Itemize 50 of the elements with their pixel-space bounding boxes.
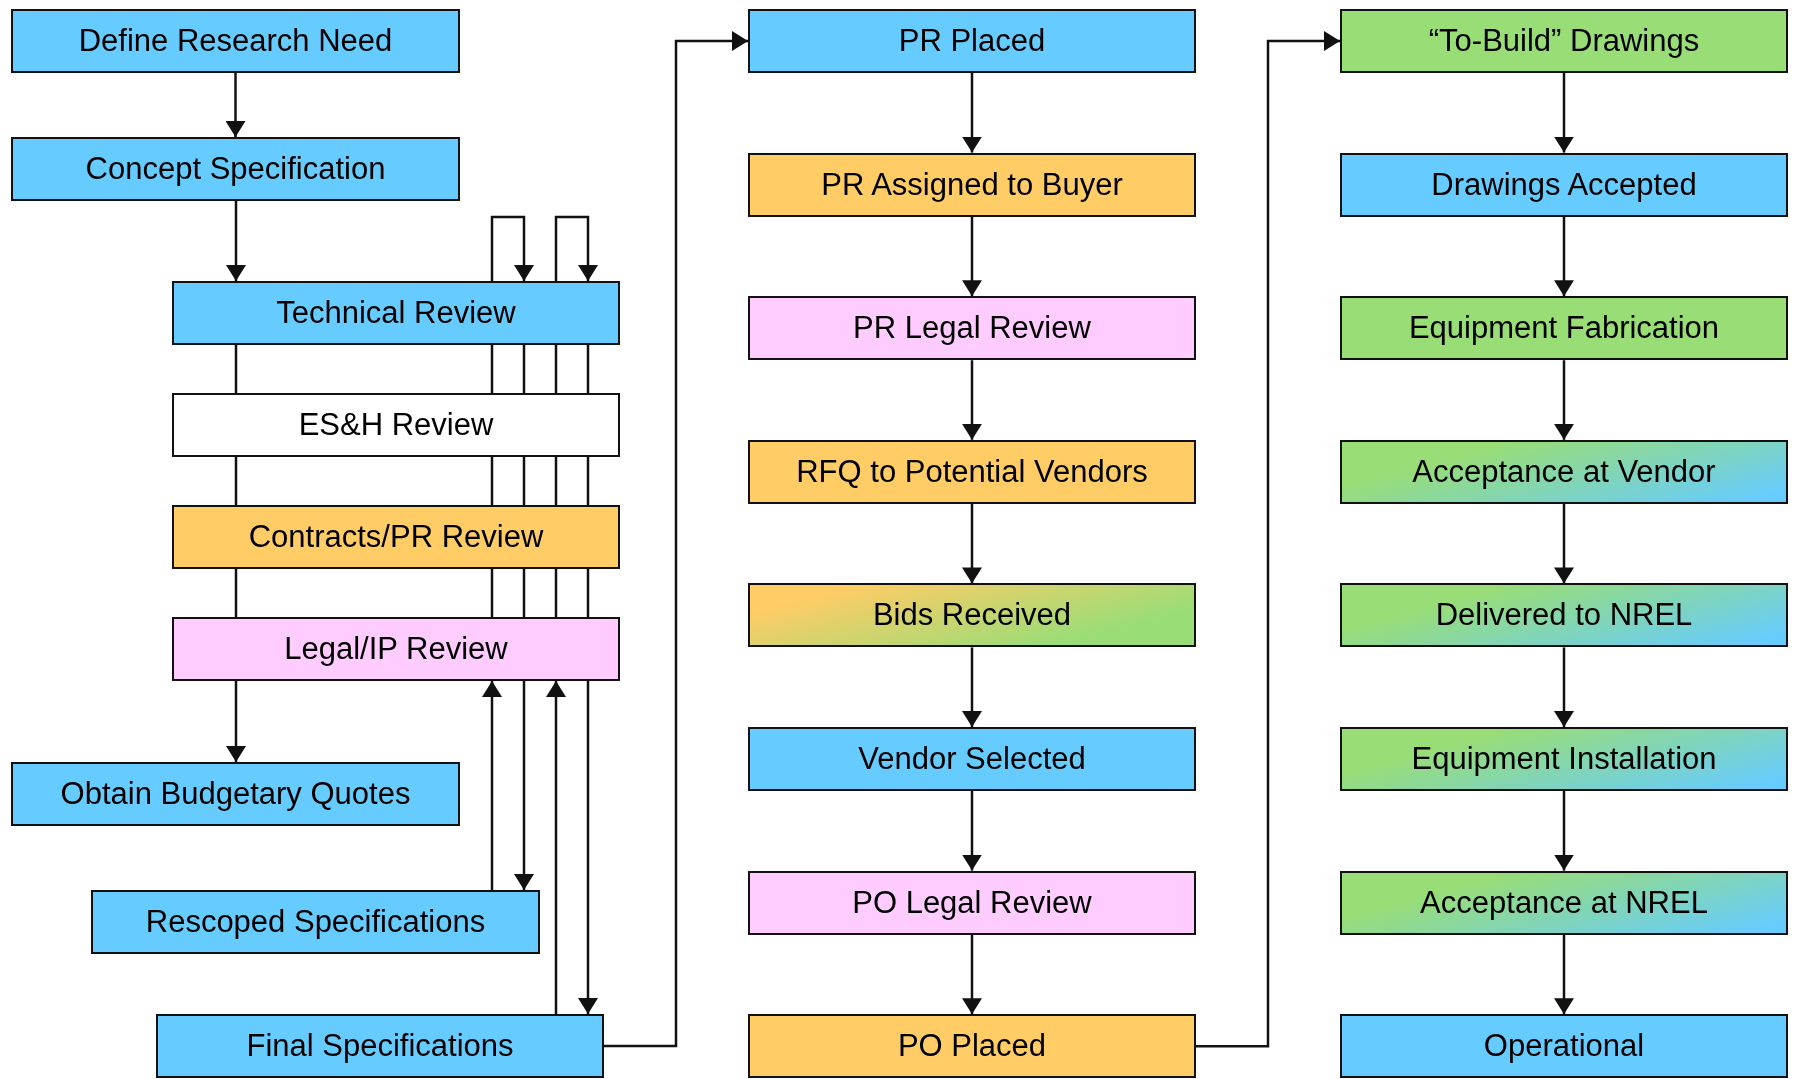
step-label: Acceptance at NREL [1420,884,1708,921]
step-label: Delivered to NREL [1435,597,1693,634]
process-box [1340,727,1788,791]
process-box [748,439,1196,504]
process-box [11,137,460,201]
step-label: ES&H Review [298,407,494,443]
process-box [11,9,460,73]
step-label: Concept Specification [85,151,386,187]
process-box [172,617,620,681]
step-label: Legal/IP Review [284,631,508,667]
process-box [1340,9,1788,73]
step-label: Equipment Installation [1411,741,1717,777]
process-box [1340,439,1788,504]
step-label: RFQ to Potential Vendors [796,453,1148,490]
step-label: Drawings Accepted [1431,166,1697,203]
step-label: PR Placed [898,23,1046,59]
step-label: PO Legal Review [852,884,1092,921]
step-label: PR Legal Review [853,310,1091,347]
process-box [748,727,1196,791]
process-box [1340,1014,1788,1079]
step-label: Rescoped Specifications [145,904,486,940]
process-box [172,393,620,457]
process-box [91,890,540,954]
process-box [748,583,1196,648]
step-label: Bids Received [872,597,1072,634]
step-label: Acceptance at Vendor [1412,453,1716,490]
process-box [1340,152,1788,217]
step-label: Vendor Selected [858,741,1086,777]
step-label: Technical Review [276,295,516,331]
step-label: Define Research Need [78,23,393,59]
process-box [1340,296,1788,361]
process-box [748,9,1196,73]
process-box [11,762,460,826]
step-label: Operational [1483,1028,1645,1065]
step-label: Obtain Budgetary Quotes [60,776,411,812]
process-box [748,870,1196,935]
step-label: Equipment Fabrication [1408,310,1720,347]
process-box [748,296,1196,361]
step-label: PO Placed [897,1028,1047,1065]
step-label: Final Specifications [246,1028,514,1064]
process-box [748,1014,1196,1079]
process-box [1340,870,1788,935]
step-label: PR Assigned to Buyer [821,166,1123,203]
process-box [156,1014,604,1078]
process-box [172,505,620,569]
process-box [172,281,620,345]
process-box [748,152,1196,217]
step-label: “To-Build” Drawings [1428,23,1700,59]
step-label: Contracts/PR Review [248,519,544,555]
process-box [1340,583,1788,648]
